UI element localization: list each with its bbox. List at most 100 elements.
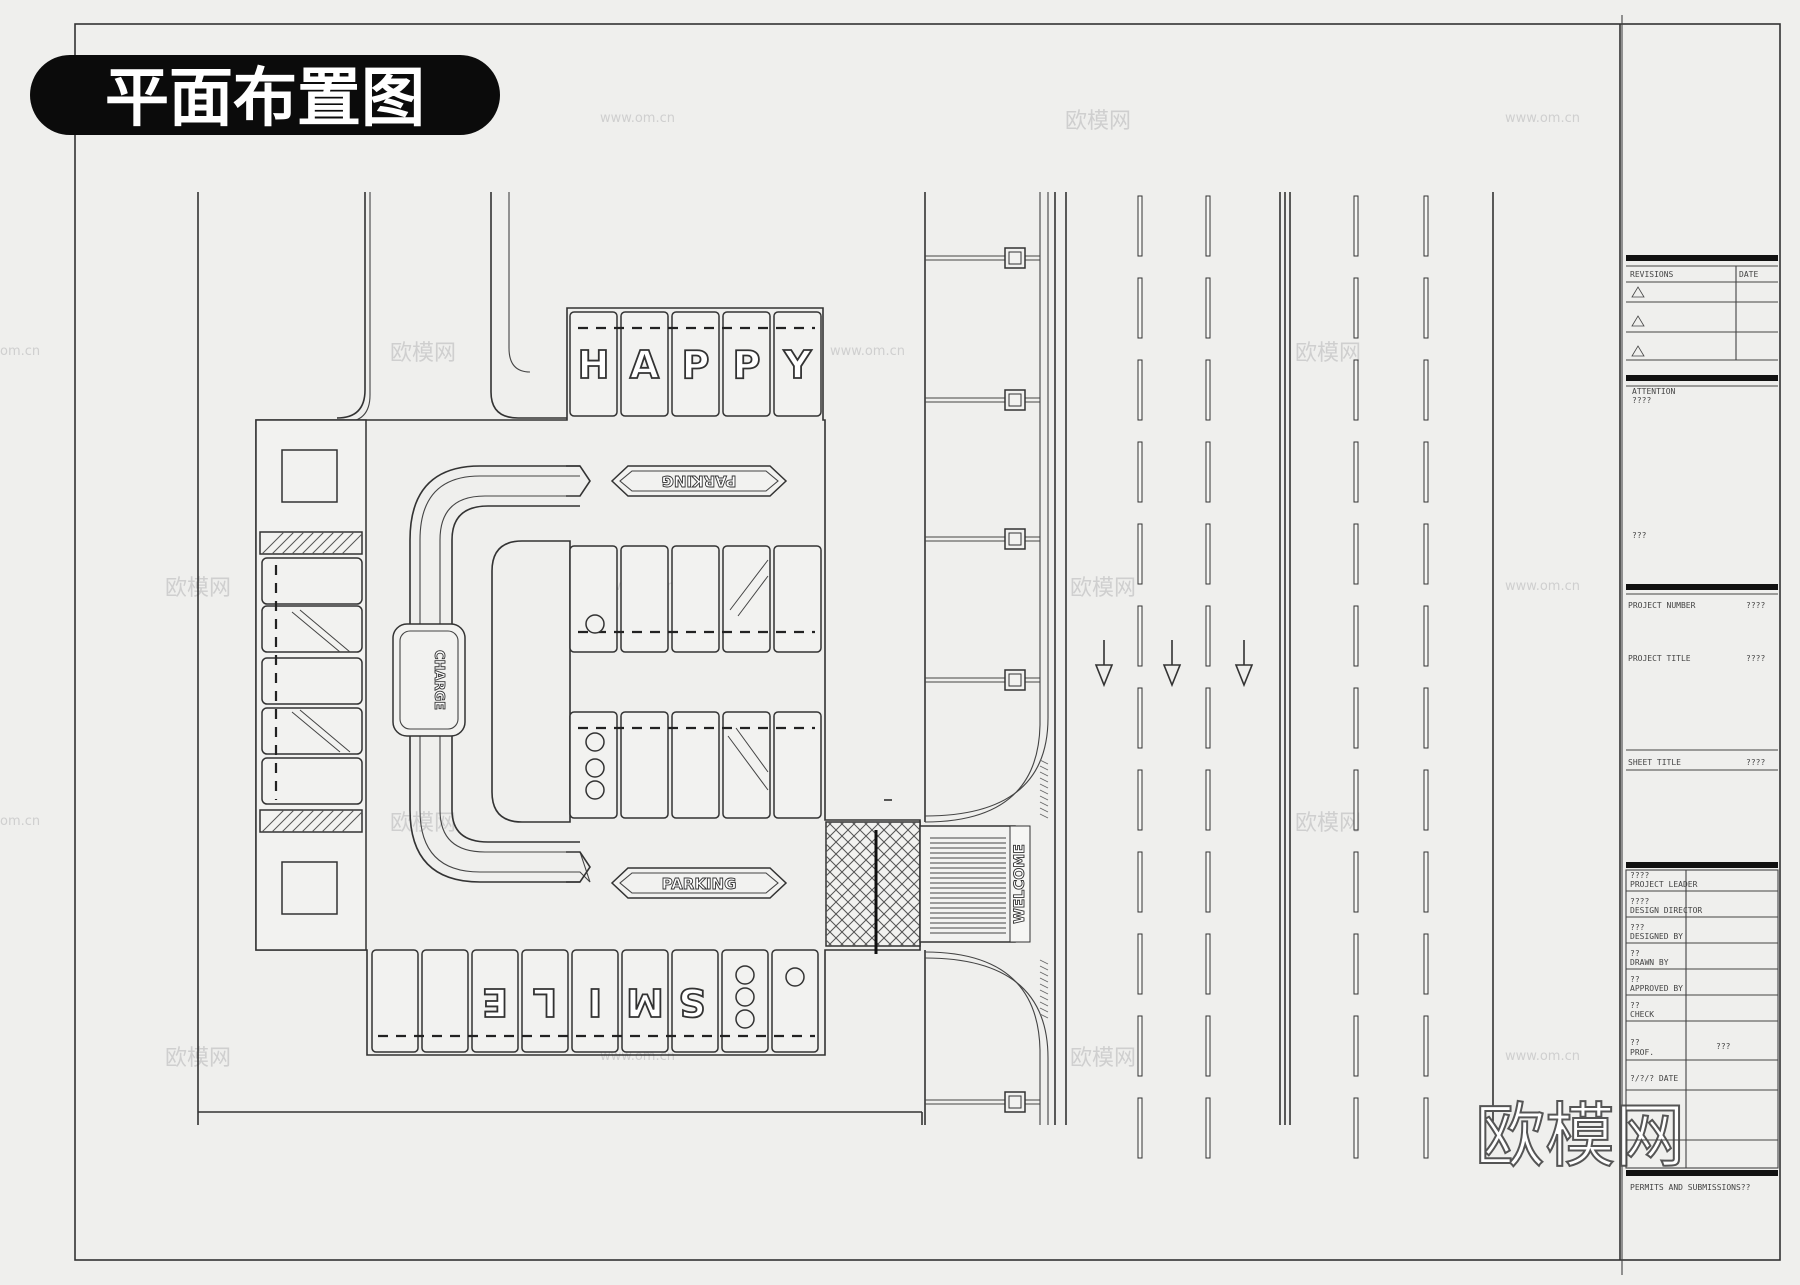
stall-letter: L	[533, 980, 557, 1024]
role-value: ????	[1630, 871, 1649, 880]
svg-text:REVISIONS: REVISIONS	[1630, 270, 1674, 279]
mid-row-1-stall	[671, 545, 720, 653]
svg-text:???: ???	[1632, 531, 1647, 540]
lamp-post	[1004, 389, 1026, 411]
svg-text:欧模网: 欧模网	[1070, 1046, 1136, 1071]
parking-stall	[261, 557, 363, 605]
svg-text:PERMITS AND SUBMISSIONS??: PERMITS AND SUBMISSIONS??	[1630, 1183, 1751, 1192]
svg-text:www.om.cn: www.om.cn	[1505, 579, 1580, 594]
svg-text:www.om.cn: www.om.cn	[830, 344, 905, 359]
stall-letter: M	[626, 980, 664, 1024]
svg-text:欧模网: 欧模网	[390, 811, 456, 836]
happy-row-stall	[569, 311, 618, 417]
role-value: ??	[1630, 1001, 1640, 1010]
svg-text:PROF.: PROF.	[1630, 1048, 1654, 1057]
role-value: ??	[1630, 949, 1640, 958]
lamp-post	[1004, 247, 1026, 269]
stall-letter: H	[578, 343, 610, 387]
svg-text:??: ??	[1630, 1038, 1640, 1047]
svg-text:SHEET TITLE: SHEET TITLE	[1628, 758, 1681, 767]
happy-row-stall	[722, 311, 771, 417]
stall-letter: S	[678, 980, 705, 1024]
mid-row-1-stall	[722, 545, 771, 653]
parking-stall	[261, 657, 363, 705]
street-lamps	[925, 247, 1040, 1113]
svg-text:欧模网: 欧模网	[1070, 576, 1136, 601]
parking-sign-bottom: PARKING	[610, 867, 788, 899]
smile-row-stall	[521, 949, 569, 1053]
svg-text:?/?/? DATE: ?/?/? DATE	[1630, 1074, 1678, 1083]
svg-text:欧模网: 欧模网	[390, 341, 456, 366]
mid-row-1-stall	[773, 545, 822, 653]
watermark-logo: 欧模网	[1475, 1095, 1685, 1177]
svg-text:www.om.cn: www.om.cn	[1505, 111, 1580, 126]
svg-text:ATTENTION: ATTENTION	[1632, 387, 1676, 396]
mid-row-1-stall	[620, 545, 669, 653]
mid-row-2-stall	[671, 711, 720, 819]
watermark-layer: www.om.cn 欧模网 www.om.cn om.cn 欧模网 www.om…	[0, 109, 1580, 1071]
welcome-label: WELCOME	[1012, 844, 1028, 924]
smile-row-stall	[371, 949, 419, 1053]
parking-stall	[261, 707, 363, 755]
mid-row-2-stall	[722, 711, 771, 819]
title-block: REVISIONS DATE ATTENTION ???? ??? PROJEC…	[1625, 255, 1779, 1192]
smile-row-stall	[671, 949, 719, 1053]
role-label: DESIGNED BY	[1630, 932, 1683, 941]
happy-row-stall	[671, 311, 720, 417]
role-value: ??	[1630, 975, 1640, 984]
lamp-post	[1004, 1091, 1026, 1113]
lamp-post	[1004, 669, 1026, 691]
stall-letter: P	[733, 343, 761, 387]
svg-text:PARKING: PARKING	[662, 875, 737, 893]
stall-letter: A	[630, 343, 660, 387]
parking-stall	[261, 757, 363, 805]
svg-text:PROJECT TITLE: PROJECT TITLE	[1628, 654, 1691, 663]
role-label: APPROVED BY	[1630, 984, 1683, 993]
parking-sign-top: PARKING	[610, 465, 788, 497]
lamp-post	[1004, 528, 1026, 550]
mid-row-2-stall	[773, 711, 822, 819]
role-value: ???	[1630, 923, 1645, 932]
svg-text:www.om.cn: www.om.cn	[1505, 1049, 1580, 1064]
svg-text:欧模网: 欧模网	[1295, 341, 1361, 366]
smile-row-stall	[421, 949, 469, 1053]
svg-text:www.om.cn: www.om.cn	[600, 111, 675, 126]
stall-letter: P	[682, 343, 710, 387]
svg-text:????: ????	[1746, 601, 1765, 610]
title-badge	[30, 55, 500, 135]
happy-row-stall	[773, 311, 822, 417]
stall-letter: I	[588, 980, 602, 1024]
role-label: CHECK	[1630, 1010, 1654, 1019]
svg-text:????: ????	[1746, 758, 1765, 767]
role-label: PROJECT LEADER	[1630, 880, 1698, 889]
svg-text:DATE: DATE	[1739, 270, 1758, 279]
happy-row-stall	[620, 311, 669, 417]
page-title: 平面布置图	[105, 62, 425, 136]
smile-row-stall	[771, 949, 819, 1053]
svg-text:PROJECT NUMBER: PROJECT NUMBER	[1628, 601, 1696, 610]
mid-row-2-stall	[620, 711, 669, 819]
svg-text:om.cn: om.cn	[0, 344, 40, 359]
traffic-arrows	[1094, 640, 1254, 688]
sheet-border	[74, 23, 1781, 1261]
svg-text:om.cn: om.cn	[0, 814, 40, 829]
stall-letter: Y	[783, 343, 812, 387]
charge-station-badge	[392, 623, 466, 737]
role-value: ????	[1630, 897, 1649, 906]
role-label: DRAWN BY	[1630, 958, 1669, 967]
charge-label: CHARGE	[431, 650, 446, 710]
svg-text:PARKING: PARKING	[662, 472, 737, 490]
svg-text:欧模网: 欧模网	[1295, 811, 1361, 836]
smile-row-stall	[471, 949, 519, 1053]
svg-text:???: ???	[1716, 1042, 1731, 1051]
svg-text:欧模网: 欧模网	[1065, 109, 1131, 134]
stall-letter: E	[482, 980, 508, 1024]
mid-row-1-stall	[569, 545, 618, 653]
smile-row-stall	[621, 949, 669, 1053]
role-label: DESIGN DIRECTOR	[1630, 906, 1702, 915]
smile-row-stall	[571, 949, 619, 1053]
svg-text:????: ????	[1632, 396, 1651, 405]
svg-text:????: ????	[1746, 654, 1765, 663]
